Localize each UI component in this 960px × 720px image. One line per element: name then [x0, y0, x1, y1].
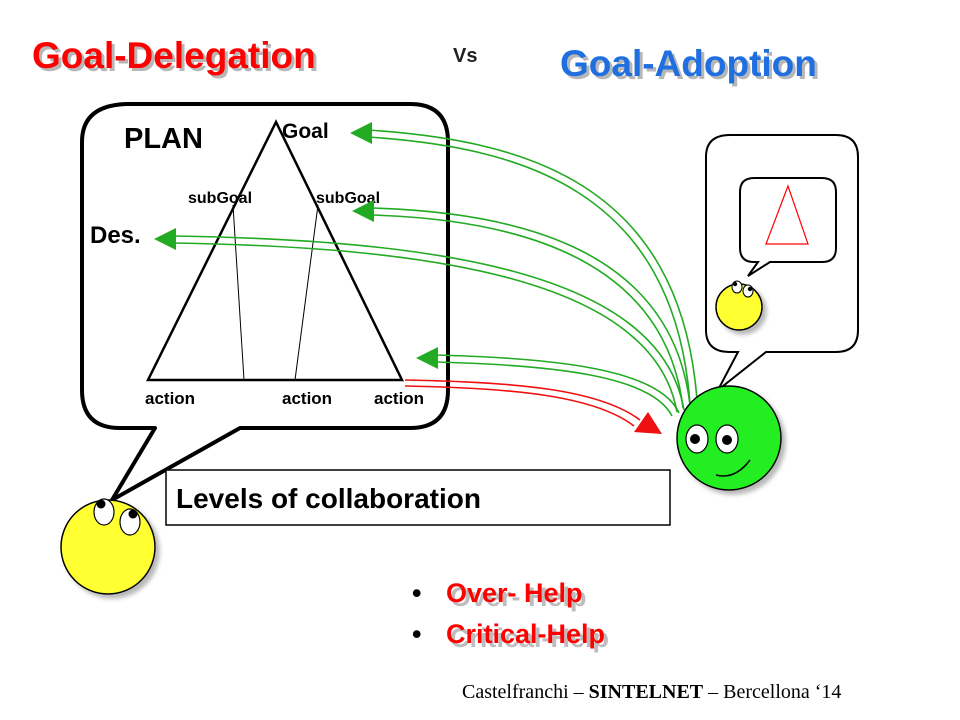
green-arrow-to-goal: [350, 122, 698, 405]
green-agent-face-icon: [685, 424, 751, 477]
footer-author: Castelfranchi –: [462, 681, 589, 703]
green-arrow-to-des: [154, 228, 685, 413]
levels-of-collaboration-label: Levels of collaboration: [176, 483, 481, 514]
title-goal-adoption: Goal-Adoption: [560, 43, 817, 84]
footer-rest: – Bercellona ‘14: [703, 681, 841, 703]
footer-citation: Castelfranchi – SINTELNET – Bercellona ‘…: [462, 681, 841, 703]
bullet-over-help: Over- Help: [446, 578, 583, 608]
bullet-dot-2: •: [412, 619, 421, 649]
title-vs: Vs: [453, 45, 477, 67]
bullet-2-shadow: Critical-Help: [450, 623, 609, 653]
subgoal-label-2: subGoal: [316, 190, 380, 207]
large-yellow-agent-eyes-icon: [93, 498, 141, 536]
action-label-3: action: [374, 389, 424, 408]
subgoal-line-1: [232, 204, 245, 381]
title-right-shadow: Goal-Adoption: [563, 46, 820, 87]
subgoal-label-1: subGoal: [188, 190, 252, 207]
footer-org: SINTELNET: [589, 681, 704, 703]
bullet-critical-help: Critical-Help: [446, 619, 605, 649]
adopter-inner-bubble: [739, 177, 837, 277]
green-arrow-to-action: [416, 347, 680, 417]
bullet-dot-1: •: [412, 578, 421, 608]
action-label-2: action: [282, 389, 332, 408]
goal-label: Goal: [282, 120, 329, 143]
levels-of-collaboration-box: [165, 469, 671, 526]
action-label-1: action: [145, 389, 195, 408]
plan-speech-bubble: [80, 102, 450, 502]
des-label: Des.: [90, 222, 141, 249]
mini-plan-triangle: [765, 184, 809, 245]
red-arrow-action-to-adopter: [404, 379, 662, 434]
bullet-1-shadow: Over- Help: [450, 582, 587, 612]
plan-label: PLAN: [124, 123, 203, 155]
green-arrow-to-subgoal: [352, 200, 691, 409]
title-left-shadow: Goal-Delegation: [35, 38, 319, 79]
title-goal-delegation: Goal-Delegation: [32, 35, 316, 76]
subgoal-line-2: [294, 204, 319, 381]
small-yellow-agent-eyes-icon: [731, 280, 754, 298]
